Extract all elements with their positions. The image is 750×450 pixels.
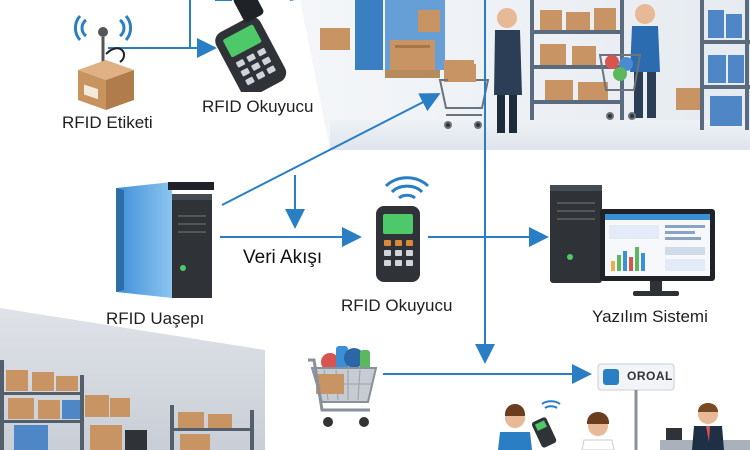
computer-workstation-icon	[550, 185, 715, 296]
rfid-gate-label: RFID Uaşepı	[106, 309, 205, 328]
software-system-label: Yazılım Sistemi	[592, 307, 708, 326]
rfid-reader-mid-label: RFID Okuyucu	[341, 296, 453, 315]
warehouse-scene-bottom	[0, 308, 265, 450]
store-scene	[498, 363, 750, 450]
rfid-tag-box-icon	[73, 15, 134, 110]
flow-arrows	[108, 0, 592, 384]
rfid-reader-top-label: RFID Okuyucu	[202, 97, 314, 116]
store-sign-text: OROAL	[627, 369, 673, 383]
rfid-tag-label: RFID Etiketi	[62, 113, 153, 132]
warehouse-scene-top	[300, 0, 750, 150]
rfid-gate-icon	[116, 182, 214, 298]
shopping-cart-icon	[308, 346, 378, 427]
handheld-reader-mid-icon	[376, 176, 430, 282]
handheld-reader-top-icon	[215, 0, 287, 92]
data-flow-label: Veri Akışı	[243, 247, 323, 268]
